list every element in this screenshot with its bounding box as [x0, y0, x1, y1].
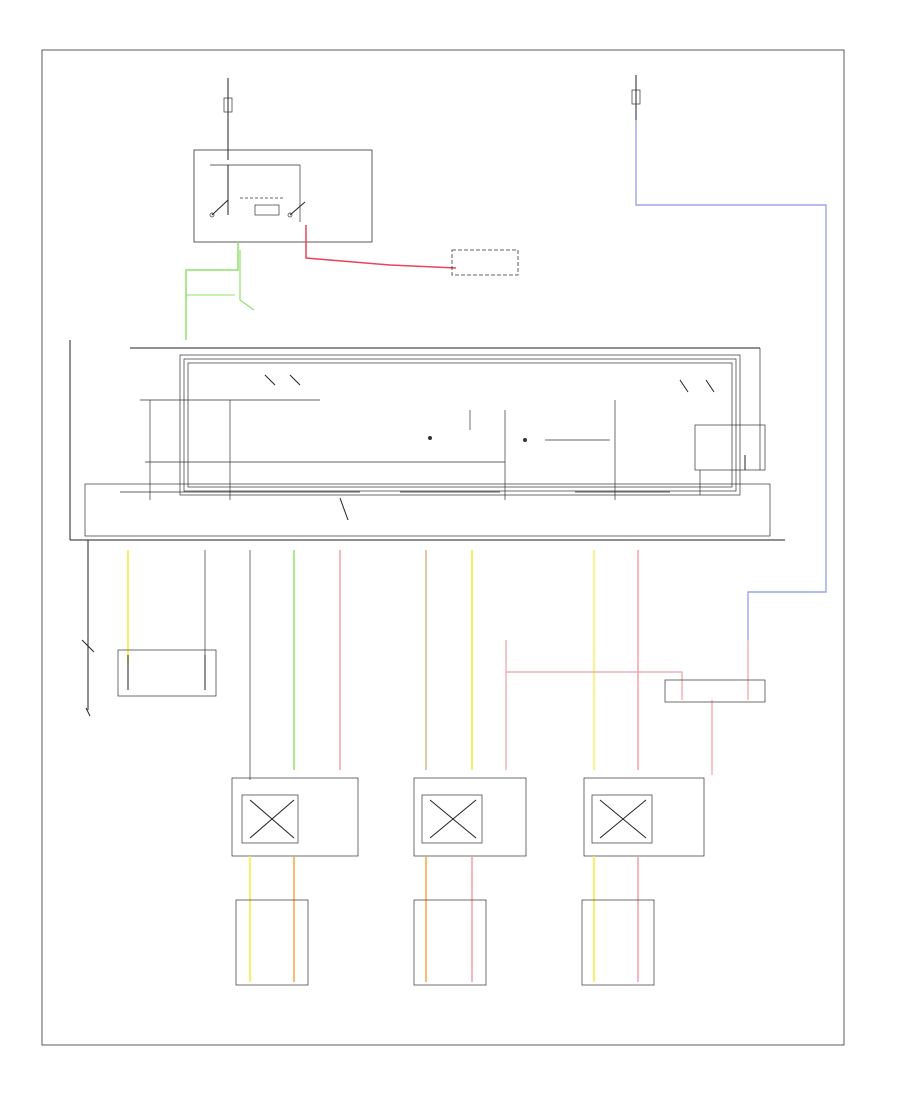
diagram-border [41, 49, 845, 1046]
relay-box [193, 149, 373, 243]
fuse-relay-group [193, 78, 373, 243]
green-wire-1 [185, 242, 239, 340]
harness-wires [87, 540, 749, 780]
door-switch-right-rear [581, 777, 705, 986]
master-switch-area [69, 340, 785, 541]
relay-coil [254, 204, 280, 216]
green-wire-2 [239, 250, 255, 311]
door-switch-left-rear [413, 777, 527, 986]
blue-wire [635, 120, 827, 640]
switch-box-top-right [451, 249, 519, 276]
fuse-symbol [223, 97, 233, 113]
red-wire-top [305, 225, 457, 269]
left-components [81, 639, 766, 717]
door-switch-passenger [231, 777, 359, 986]
